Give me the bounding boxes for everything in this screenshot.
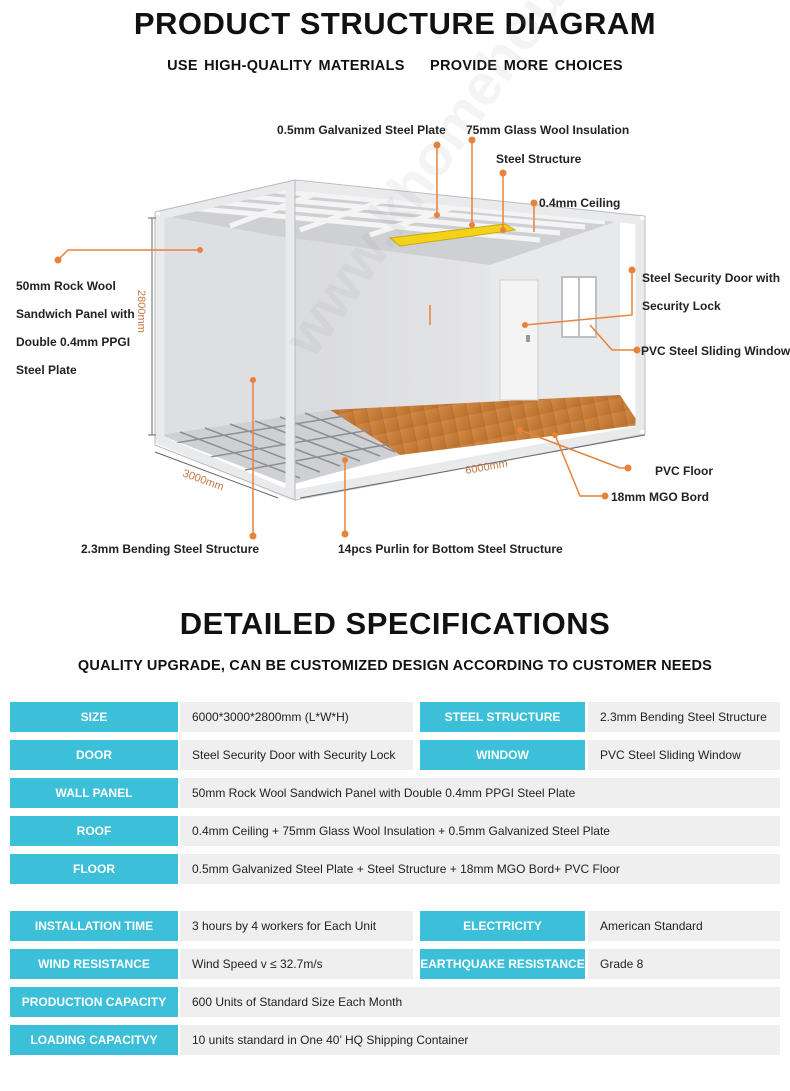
width-dimension: 3000mm [181, 468, 225, 494]
leader-dots [54, 136, 641, 540]
steel-frame [155, 180, 645, 500]
label-pvc-floor: PVC Floor [655, 464, 714, 478]
spec-key: DOOR [10, 740, 178, 770]
page-title: PRODUCT STRUCTURE DIAGRAM [133, 6, 657, 41]
spec-value: 0.4mm Ceiling + 75mm Glass Wool Insulati… [180, 816, 780, 846]
wood-floor [330, 395, 640, 455]
spec-value: Steel Security Door with Security Lock [180, 740, 413, 770]
label-galvanized-steel-plate: 0.5mm Galvanized Steel Plate [277, 123, 446, 137]
security-door [499, 279, 539, 401]
label-sliding-window: PVC Steel Sliding Window [641, 344, 790, 358]
label-rock-wool-panel: 50mm Rock Wool Sandwich Panel with Doubl… [16, 279, 135, 377]
spec-value: PVC Steel Sliding Window [588, 740, 780, 770]
page-subtitle: USE HIGH-QUALITY MATERIALS PROVIDE MORE … [167, 58, 623, 74]
spec-key: WINDOW [420, 740, 585, 770]
container-illustration: 2800mm 3000mm 6000mm [54, 136, 646, 540]
spec-value: 50mm Rock Wool Sandwich Panel with Doubl… [180, 778, 780, 808]
specs-subtitle: QUALITY UPGRADE, CAN BE CUSTOMIZED DESIG… [77, 658, 713, 674]
spec-value: 3 hours by 4 workers for Each Unit [180, 911, 413, 941]
label-mgo-bord: 18mm MGO Bord [611, 490, 710, 504]
leader-lines [57, 140, 637, 536]
spec-key: WIND RESISTANCE [10, 949, 178, 979]
label-security-door: Steel Security Door with Security Lock [642, 271, 781, 313]
specs-title: DETAILED SPECIFICATIONS [179, 606, 611, 641]
spec-key: LOADING CAPACITVY [10, 1025, 178, 1055]
left-wall [160, 185, 290, 470]
spec-value: 2.3mm Bending Steel Structure [588, 702, 780, 732]
spec-value: 10 units standard in One 40’ HQ Shipping… [180, 1025, 780, 1055]
spec-key: SIZE [10, 702, 178, 732]
spec-key: ELECTRICITY [420, 911, 585, 941]
floor-purlins [174, 412, 396, 479]
roof-beams [189, 187, 606, 243]
dimension-lines [148, 217, 646, 499]
spec-key: WALL PANEL [10, 778, 178, 808]
glass-wool-insulation [388, 223, 517, 247]
spec-key: PRODUCTION CAPACITY [10, 987, 178, 1017]
spec-key: INSTALLATION TIME [10, 911, 178, 941]
label-steel-structure: Steel Structure [496, 152, 582, 166]
label-purlin: 14pcs Purlin for Bottom Steel Structure [338, 542, 563, 556]
spec-key: FLOOR [10, 854, 178, 884]
structure-diagram: 2800mm 3000mm 6000mm 0.5mm Galvanized St… [0, 100, 790, 570]
label-glass-wool: 75mm Glass Wool Insulation [466, 123, 630, 137]
spec-value: 0.5mm Galvanized Steel Plate + Steel Str… [180, 854, 780, 884]
height-dimension: 2800mm [135, 290, 147, 333]
label-ceiling: 0.4mm Ceiling [539, 196, 621, 210]
spec-value: American Standard [588, 911, 780, 941]
label-bending-steel: 2.3mm Bending Steel Structure [81, 542, 260, 556]
spec-value: Grade 8 [588, 949, 780, 979]
spec-value: 6000*3000*2800mm (L*W*H) [180, 702, 413, 732]
spec-key: EARTHQUAKE RESISTANCE [420, 949, 585, 979]
door-lock [526, 335, 530, 342]
spec-value: Wind Speed v ≤ 32.7m/s [180, 949, 413, 979]
spec-key: ROOF [10, 816, 178, 846]
spec-key: STEEL STRUCTURE [420, 702, 585, 732]
spec-value: 600 Units of Standard Size Each Month [180, 987, 780, 1017]
